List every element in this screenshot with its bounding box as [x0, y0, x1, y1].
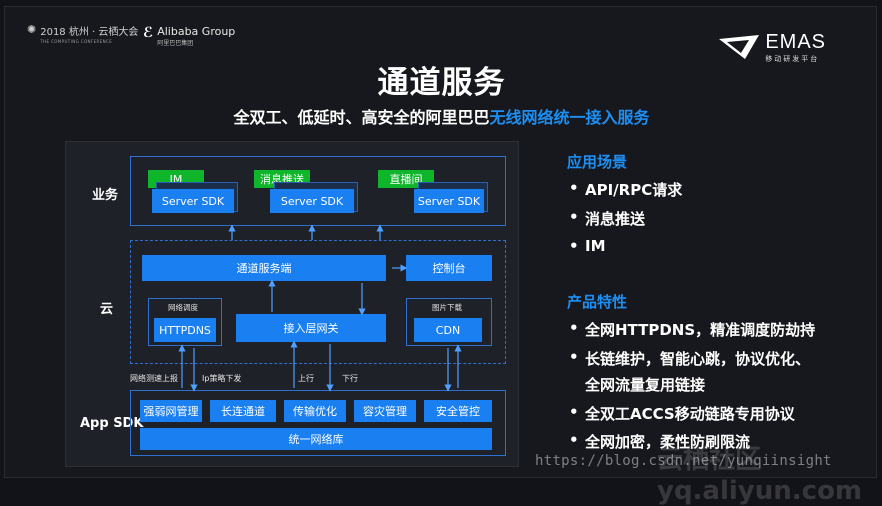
access-gateway: 接入层网关: [236, 314, 386, 342]
scenario-text: IM: [585, 237, 606, 255]
sdk-module: 安全管控: [424, 400, 492, 422]
globe-icon: ✺: [27, 23, 37, 36]
watermark-url: https://blog.csdn.net/yunqiinsight: [535, 453, 832, 469]
emas-text: EMAS: [765, 31, 826, 53]
sdk-module: 长连通道: [210, 400, 276, 422]
feature-item: • 全网HTTPDNS，精准调度防劫持: [569, 319, 815, 340]
emas-logo: EMAS 移动研发平台: [719, 31, 826, 64]
architecture-diagram: 业务 IM Server SDK 消息推送 Server SDK 直播间 Ser…: [65, 141, 519, 467]
scenario-item: • API/RPC请求: [569, 179, 682, 200]
connector-arrows: [178, 224, 462, 392]
conference-subtitle: THE COMPUTING CONFERENCE: [40, 39, 113, 44]
cdn-title: 图片下载: [432, 303, 462, 312]
httpdns-box: HTTPDNS: [154, 318, 216, 342]
sdk-base: 统一网络库: [140, 428, 492, 450]
feature-text: 全网HTTPDNS，精准调度防劫持: [585, 321, 816, 339]
business-group: [130, 156, 506, 226]
bullet-spacer: [569, 374, 579, 395]
subtitle-highlight: 无线网络统一接入服务: [489, 108, 650, 127]
feature-text: 长链维护，智能心跳，协议优化、: [585, 350, 811, 368]
alibaba-mark-icon: ℰ: [143, 25, 154, 41]
feature-item: • 长链维护，智能心跳，协议优化、: [569, 348, 810, 369]
conference-title: 2018 杭州 · 云栖大会: [40, 27, 139, 38]
scenarios-heading: 应用场景: [567, 153, 628, 171]
feature-item: • 全网加密，柔性防刷限流: [569, 431, 750, 452]
server-sdk-1: Server SDK: [152, 189, 234, 213]
feature-item: • 全双工ACCS移动链路专用协议: [569, 403, 795, 424]
scenario-item: • 消息推送: [569, 208, 645, 229]
page-title: 通道服务: [377, 65, 506, 101]
sdk-module: 强弱网管理: [140, 400, 202, 422]
server-sdk-2: Server SDK: [270, 189, 354, 213]
feature-text: 全双工ACCS移动链路专用协议: [585, 405, 795, 423]
emas-mark-icon: [719, 34, 760, 59]
slide: ✺ 2018 杭州 · 云栖大会 THE COMPUTING CONFERENC…: [4, 6, 878, 506]
label-down: 下行: [342, 374, 358, 383]
feature-text: 全网流量复用链接: [585, 376, 706, 394]
bullet-icon: •: [569, 237, 579, 255]
group-logo-text: Alibaba Group: [157, 25, 236, 38]
row-label-sdk: App SDK: [80, 416, 144, 431]
sdk-module: 容灾管理: [354, 400, 416, 422]
cdn-box: CDN: [414, 318, 482, 342]
bullet-icon: •: [569, 348, 579, 366]
sdk-module: 传输优化: [284, 400, 346, 422]
scenario-text: API/RPC请求: [585, 181, 683, 199]
features-heading: 产品特性: [567, 293, 628, 311]
bullet-icon: •: [569, 319, 579, 337]
scenario-item: • IM: [569, 237, 606, 255]
group-logo-sub: 阿里巴巴集团: [157, 40, 194, 47]
alibaba-logo: ℰ Alibaba Group 阿里巴巴集团: [143, 25, 235, 47]
sdk-group: [130, 390, 506, 456]
label-ip-policy: Ip策略下发: [202, 374, 242, 383]
channel-server: 通道服务端: [142, 255, 386, 281]
bullet-icon: •: [569, 179, 579, 197]
bullet-icon: •: [569, 431, 579, 449]
console: 控制台: [406, 255, 492, 281]
feature-text: 全网加密，柔性防刷限流: [585, 433, 751, 451]
dispatch-title: 网络调度: [168, 303, 198, 312]
emas-sub: 移动研发平台: [765, 55, 820, 63]
scenario-text: 消息推送: [585, 210, 646, 228]
cdn-group: [406, 298, 492, 346]
label-report: 网络测速上报: [130, 374, 178, 383]
label-up: 上行: [298, 374, 314, 383]
row-label-business: 业务: [92, 188, 119, 203]
feature-item-continuation: 全网流量复用链接: [569, 374, 705, 395]
row-label-cloud: 云: [100, 302, 114, 317]
page-subtitle: 全双工、低延时、高安全的阿里巴巴无线网络统一接入服务: [5, 104, 878, 128]
conference-logo: ✺ 2018 杭州 · 云栖大会 THE COMPUTING CONFERENC…: [27, 23, 138, 44]
bullet-icon: •: [569, 208, 579, 226]
bullet-icon: •: [569, 403, 579, 421]
cloud-group: [130, 240, 506, 364]
watermark-brand: 云栖社区 yq.aliyun.com: [657, 445, 863, 506]
subtitle-plain: 全双工、低延时、高安全的阿里巴巴: [233, 108, 490, 127]
server-sdk-3: Server SDK: [414, 189, 484, 213]
